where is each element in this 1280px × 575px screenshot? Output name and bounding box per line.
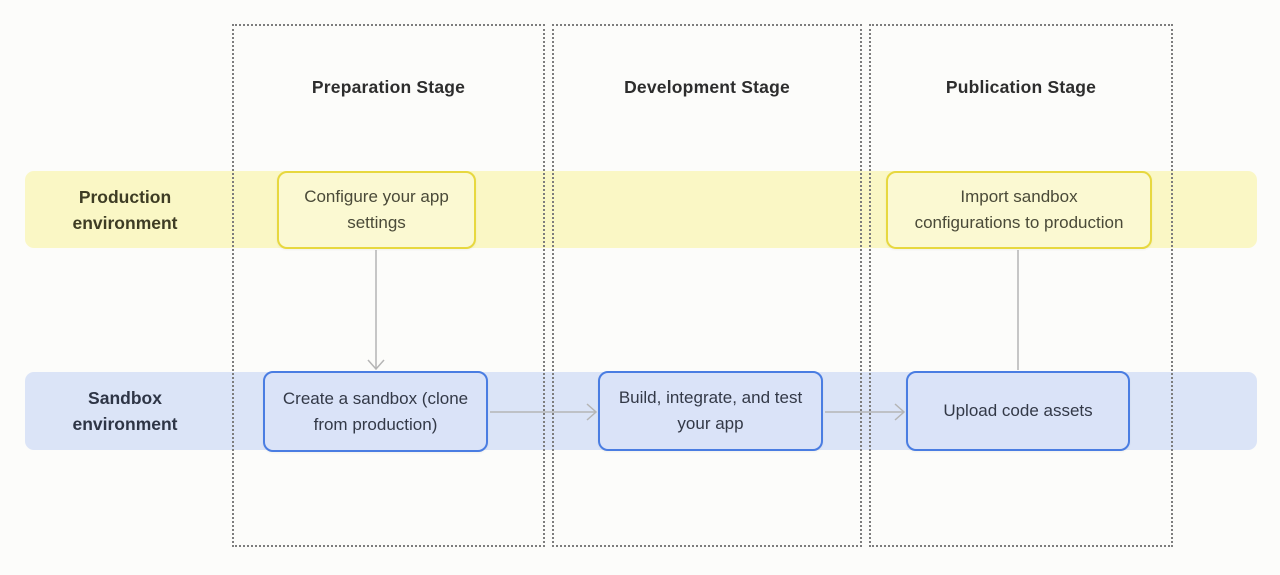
- publication-stage-title: Publication Stage: [945, 77, 1097, 97]
- preparation-stage-title: Preparation Stage: [311, 77, 466, 97]
- node-create-sandbox: Create a sandbox (clone from production): [263, 371, 488, 452]
- column-publication-stage: Publication Stage: [869, 24, 1173, 547]
- node-import-sandbox-configurations: Import sandbox configurations to product…: [886, 171, 1152, 249]
- development-stage-title: Development Stage: [624, 77, 790, 97]
- node-build-integrate-test: Build, integrate, and test your app: [598, 371, 823, 451]
- production-environment-label: Production environment: [72, 186, 178, 233]
- node-upload-code-assets: Upload code assets: [906, 371, 1130, 451]
- sandbox-environment-label: Sandbox environment: [72, 388, 178, 434]
- node-configure-app-settings: Configure your app settings: [277, 171, 476, 249]
- column-preparation-stage: Preparation Stage: [232, 24, 545, 547]
- column-development-stage: Development Stage: [552, 24, 862, 547]
